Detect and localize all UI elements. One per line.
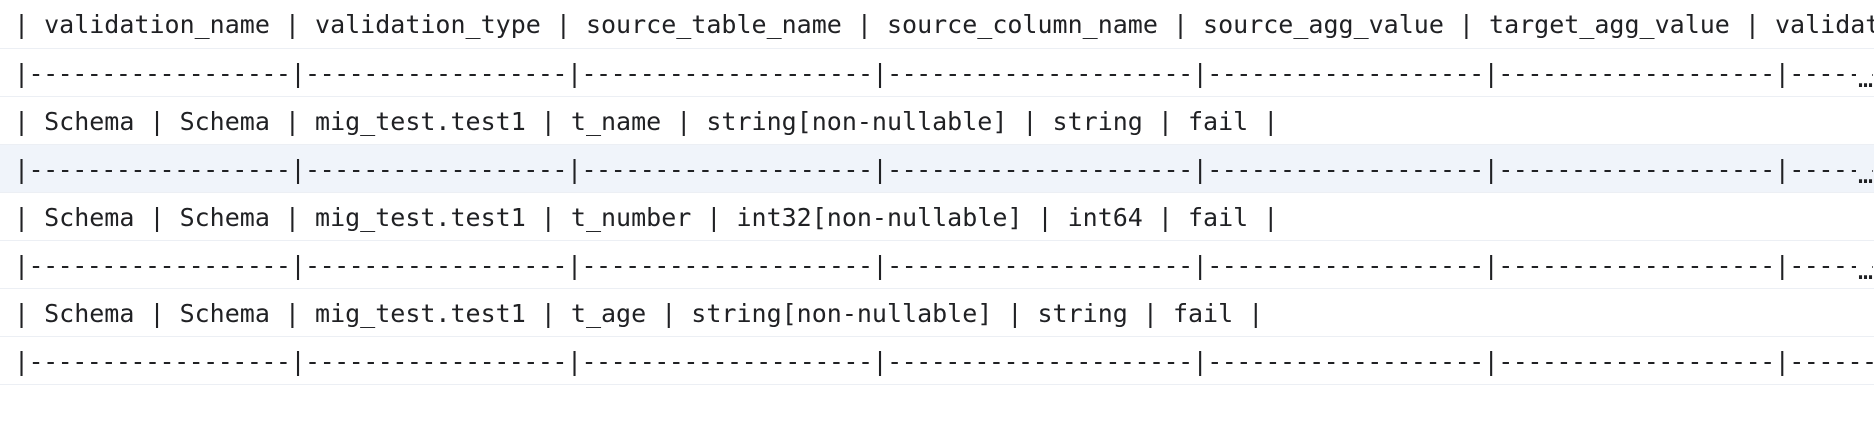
table-separator-text: |------------------|------------------|-… [14, 250, 1874, 280]
table-separator-line-3: |------------------|------------------|-… [0, 241, 1874, 289]
table-row: | Schema | Schema | mig_test.test1 | t_n… [0, 97, 1874, 145]
row-hairline [0, 96, 1874, 97]
table-separator-text: |------------------|------------------|-… [14, 58, 1874, 88]
row-hairline [0, 144, 1874, 145]
truncation-ellipsis: … [1855, 64, 1873, 93]
table-row-text: | Schema | Schema | mig_test.test1 | t_a… [14, 298, 1264, 328]
row-hairline [0, 240, 1874, 241]
table-separator-text: |------------------|------------------|-… [14, 346, 1874, 376]
row-hairline [0, 336, 1874, 337]
truncation-ellipsis: … [1855, 160, 1873, 189]
row-hairline [0, 384, 1874, 385]
table-separator-line-1: |------------------|------------------|-… [0, 49, 1874, 97]
row-hairline [0, 48, 1874, 49]
table-header-line: | validation_name | validation_type | so… [0, 0, 1874, 49]
table-row-text: | Schema | Schema | mig_test.test1 | t_n… [14, 202, 1279, 232]
table-separator-line-2: |------------------|------------------|-… [0, 145, 1874, 193]
table-row: | Schema | Schema | mig_test.test1 | t_n… [0, 193, 1874, 241]
table-header-text: | validation_name | validation_type | so… [14, 10, 1874, 39]
truncation-ellipsis: … [1855, 256, 1873, 285]
table-separator-text: |------------------|------------------|-… [14, 154, 1874, 184]
table-row: | Schema | Schema | mig_test.test1 | t_a… [0, 289, 1874, 337]
row-hairline [0, 288, 1874, 289]
table-row-text: | Schema | Schema | mig_test.test1 | t_n… [14, 106, 1279, 136]
table-separator-line-4: |------------------|------------------|-… [0, 337, 1874, 385]
row-hairline [0, 192, 1874, 193]
